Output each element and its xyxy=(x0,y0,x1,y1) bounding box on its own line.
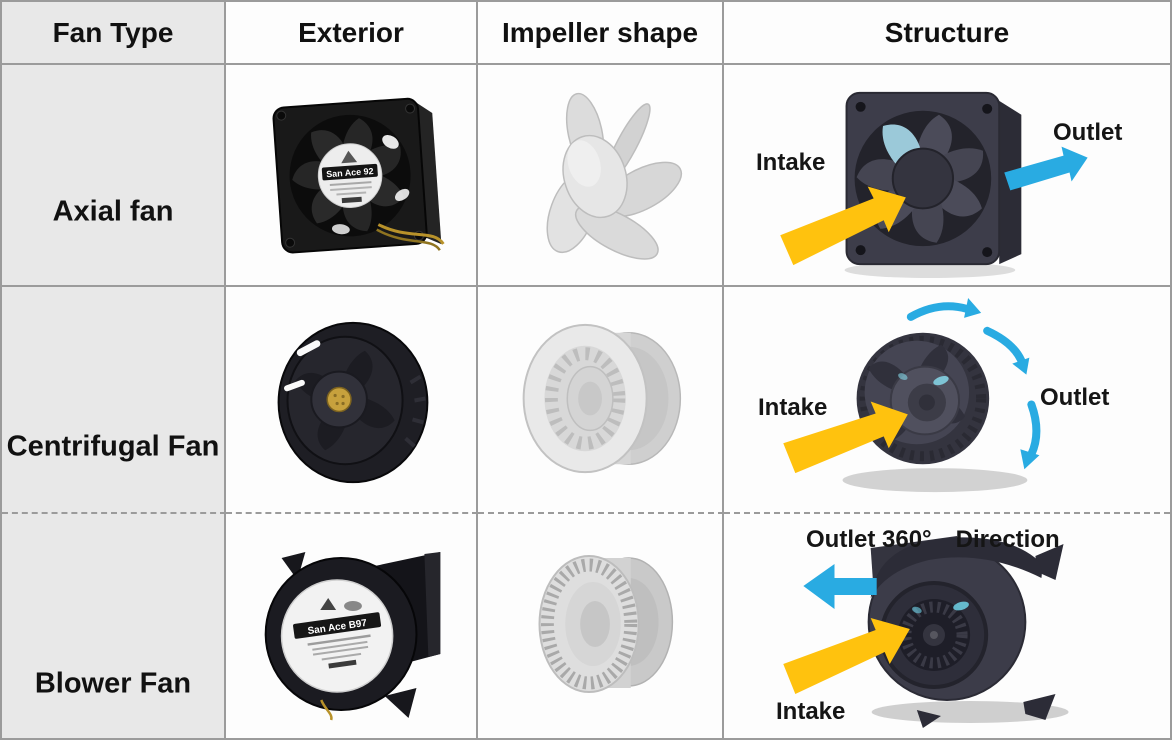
centrifugal-structure-image xyxy=(783,297,1041,493)
row-centrifugal-structure-cell: Intake Outlet xyxy=(724,287,1170,514)
row-blower-fan-type-cell: Blower Fan xyxy=(2,514,226,738)
blower-fan-label: Blower Fan xyxy=(34,667,192,700)
header-exterior: Exterior xyxy=(226,2,478,65)
centrifugal-fan-label: Centrifugal Fan xyxy=(6,430,220,463)
axial-structure-image xyxy=(780,91,1088,279)
blower-impeller-blades xyxy=(540,558,638,690)
axial-fan-label: Axial fan xyxy=(52,195,174,228)
blower-outlet-label: Outlet 360° Direction xyxy=(806,526,1060,553)
blower-fan-exterior-image: San Ace B97 xyxy=(264,552,441,721)
intake-arrow-icon xyxy=(780,186,906,266)
row-centrifugal-impeller-cell xyxy=(478,287,724,514)
row-axial-fan-type-cell: Axial fan xyxy=(2,65,226,287)
header-fan-type-label: Fan Type xyxy=(52,16,174,48)
centrifugal-outlet-label: Outlet xyxy=(1040,384,1110,411)
axial-brand-text: San Ace 92 xyxy=(326,166,374,179)
intake-arrow-icon xyxy=(783,618,910,694)
blower-impeller-image xyxy=(538,555,674,693)
centrifugal-impeller-blades xyxy=(544,347,626,450)
row-blower-structure-cell: Outlet 360° Direction Intake xyxy=(724,514,1170,738)
outlet-arrow-icon xyxy=(1004,146,1088,191)
header-fan-type: Fan Type xyxy=(2,2,226,65)
blower-structure-cage xyxy=(900,601,968,669)
blower-label-sticker xyxy=(280,579,394,693)
row-centrifugal-fan-type-cell: Centrifugal Fan xyxy=(2,287,226,514)
centrifugal-fan-exterior-image xyxy=(277,321,429,484)
row-centrifugal-exterior-cell xyxy=(226,287,478,514)
blower-structure-image xyxy=(783,536,1069,728)
row-blower-exterior-cell: San Ace B97 xyxy=(226,514,478,738)
header-exterior-label: Exterior xyxy=(298,16,404,48)
centrifugal-hub-sticker xyxy=(326,386,352,413)
intake-arrow-icon xyxy=(783,401,908,474)
centrifugal-impeller-image xyxy=(522,323,682,474)
header-structure-label: Structure xyxy=(884,16,1010,48)
row-blower-impeller-cell xyxy=(478,514,724,738)
centrifugal-intake-label: Intake xyxy=(758,394,828,421)
header-structure: Structure xyxy=(724,2,1170,65)
row-axial-structure-cell: Intake Outlet xyxy=(724,65,1170,287)
axial-outlet-label: Outlet xyxy=(1053,119,1123,146)
axial-impeller-image xyxy=(546,92,683,260)
row-axial-exterior-cell: San Ace 92 xyxy=(226,65,478,287)
axial-fan-exterior-image: San Ace 92 xyxy=(272,97,445,254)
rotation-outlet-arrows-icon xyxy=(906,297,1041,470)
row-axial-impeller-cell xyxy=(478,65,724,287)
axial-intake-label: Intake xyxy=(756,149,826,176)
blower-intake-label: Intake xyxy=(776,698,846,725)
header-impeller-shape-label: Impeller shape xyxy=(501,16,699,48)
outlet-arrow-icon xyxy=(803,564,877,609)
header-impeller-shape: Impeller shape xyxy=(478,2,724,65)
